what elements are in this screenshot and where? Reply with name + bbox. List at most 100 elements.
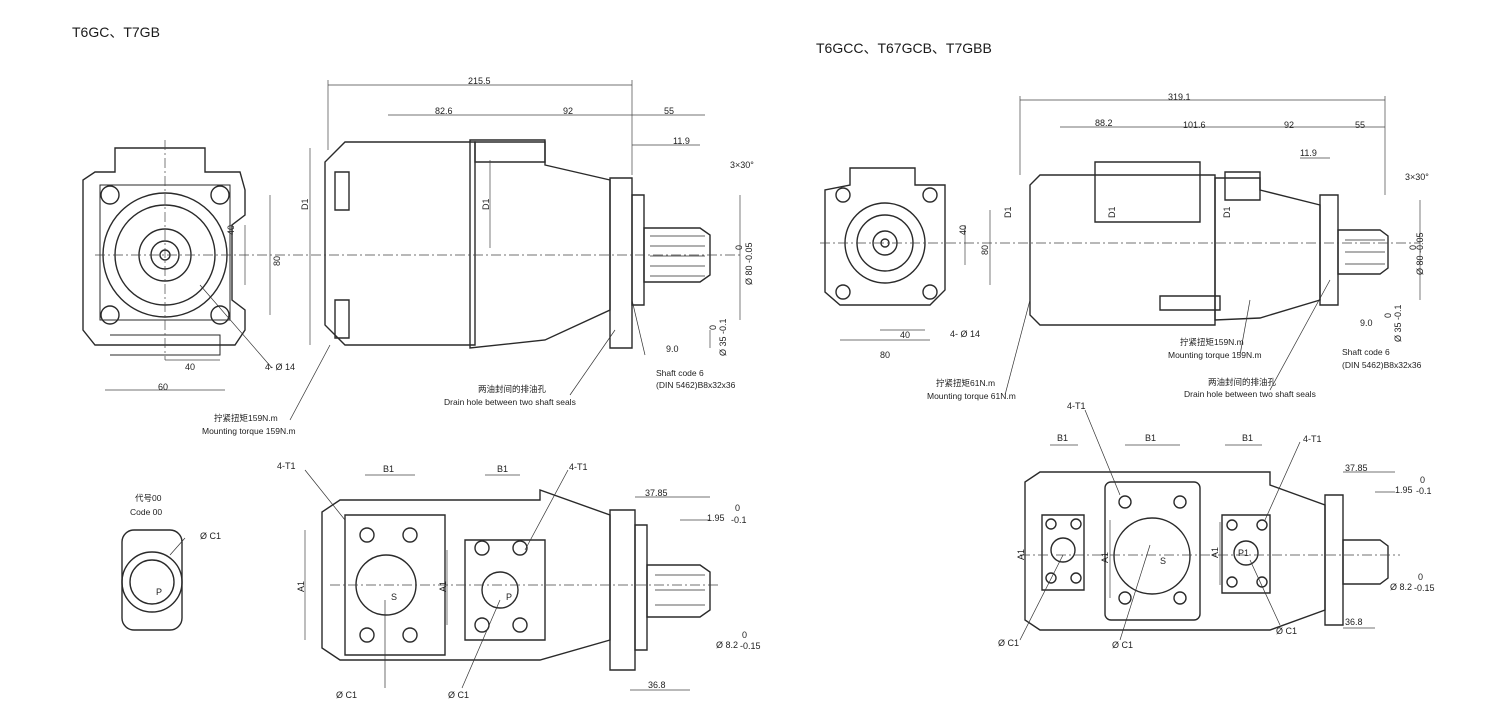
r-bottom-b1-c: B1 (1242, 433, 1254, 443)
r-bottom-t1-b: 4-T1 (1303, 434, 1322, 444)
dim-92: 92 (563, 106, 574, 116)
r-dim-9: 9.0 (1360, 318, 1373, 328)
r-bottom-tol2-0: 0 (1418, 572, 1424, 582)
bottom-tol2-m015: -0.15 (740, 641, 761, 651)
left-title: T6GC、T7GB (72, 24, 160, 40)
bottom-s: S (391, 592, 398, 602)
bottom-c1-a: Ø C1 (336, 690, 358, 700)
bottom-1-95: 1.95 (707, 513, 725, 523)
bottom-tol-0: 0 (735, 503, 741, 513)
r-drain-en: Drain hole between two shaft seals (1184, 389, 1316, 399)
r-dim-55: 55 (1355, 120, 1366, 130)
r-bottom-8-2: Ø 8.2 (1390, 582, 1413, 592)
dim-55: 55 (664, 106, 675, 116)
bottom-b1-a: B1 (383, 464, 395, 474)
r-bottom-1-95: 1.95 (1395, 485, 1413, 495)
r-bottom-c1-c: Ø C1 (1276, 626, 1298, 636)
r-bottom-tol-m01: -0.1 (1416, 486, 1432, 496)
dimension-lines (95, 80, 1420, 690)
r-dim-overall: 319.1 (1168, 92, 1191, 102)
code00-en: Code 00 (130, 507, 163, 517)
r-dim-11-9: 11.9 (1300, 148, 1317, 158)
dim-pilot-0: 0 (708, 324, 718, 330)
r-shaft-code: Shaft code 6 (1342, 347, 1390, 357)
r-dim-80-horz: 80 (880, 350, 891, 360)
dim-40-horz: 40 (185, 362, 196, 372)
dim-shaft-80: Ø 80 -0.05 (744, 242, 754, 285)
r-dim-88-2: 88.2 (1095, 118, 1113, 128)
dim-11-9: 11.9 (673, 136, 690, 146)
r-bottom-a1-a: A1 (1016, 548, 1026, 560)
r-bottom-t1-a: 4-T1 (1067, 401, 1086, 411)
r-bottom-tol-0: 0 (1420, 475, 1426, 485)
bottom-8-2: Ø 8.2 (716, 640, 739, 650)
r-dim-D1-c: D1 (1222, 206, 1232, 218)
dim-82-6: 82.6 (435, 106, 453, 116)
torque-cn: 拧紧扭矩159N.m (214, 413, 278, 423)
r-torque1-en: Mounting torque 159N.m (1168, 350, 1262, 360)
dim-D1-b: D1 (481, 198, 491, 210)
r-dim-40-vert: 40 (958, 224, 968, 235)
r-bottom-c1-b: Ø C1 (1112, 640, 1134, 650)
bottom-b1-b: B1 (497, 464, 509, 474)
dim-40-vert: 40 (226, 224, 236, 235)
dim-9: 9.0 (666, 344, 679, 354)
r-dim-80-vert: 80 (980, 244, 990, 255)
right-bottom-view (1025, 472, 1388, 630)
dim-overall: 215.5 (468, 76, 491, 86)
right-front-view (825, 168, 945, 305)
drain-cn: 两油封间的排油孔 (478, 384, 547, 394)
r-bottom-a1-c: A1 (1210, 546, 1220, 558)
r-bottom-s: S (1160, 556, 1167, 566)
r-bottom-tol2-m015: -0.15 (1414, 583, 1435, 593)
dim-D1-a: D1 (300, 198, 310, 210)
r-torque2-cn: 拧紧扭矩61N.m (936, 378, 996, 388)
r-bottom-37-85: 37.85 (1345, 463, 1368, 473)
bottom-36-8: 36.8 (648, 680, 666, 690)
dim-60-horz: 60 (158, 382, 169, 392)
r-dim-shaft-80: Ø 80 -0.05 (1415, 232, 1425, 275)
code00-cn: 代号00 (135, 493, 162, 503)
drain-en: Drain hole between two shaft seals (444, 397, 576, 407)
r-torque1-cn: 拧紧扭矩159N.m (1180, 337, 1244, 347)
dim-80-vert: 80 (272, 255, 282, 266)
bottom-37-85: 37.85 (645, 488, 668, 498)
left-bottom-view (322, 490, 710, 670)
r-bottom-p1: P1 (1238, 548, 1250, 558)
shaft-din-label: (DIN 5462)B8x32x36 (656, 380, 736, 390)
bottom-a1-a: A1 (296, 580, 306, 592)
r-dim-pilot-35: Ø 35 -0.1 (1393, 304, 1403, 342)
r-dim-chamfer: 3×30° (1405, 172, 1429, 182)
dim-chamfer: 3×30° (730, 160, 754, 170)
bottom-tol2-0: 0 (742, 630, 748, 640)
right-title: T6GCC、T67GCB、T7GBB (816, 40, 992, 56)
torque-en: Mounting torque 159N.m (202, 426, 296, 436)
dim-holes: 4- Ø 14 (265, 362, 296, 372)
bottom-t1-b: 4-T1 (569, 462, 588, 472)
r-bottom-b1-a: B1 (1057, 433, 1069, 443)
bottom-a1-b: A1 (438, 580, 448, 592)
dim-pilot-35: Ø 35 -0.1 (718, 318, 728, 356)
r-dim-holes: 4- Ø 14 (950, 329, 981, 339)
bottom-p: P (506, 592, 513, 602)
left-code00-view (122, 530, 182, 630)
r-bottom-a1-b: A1 (1100, 551, 1110, 563)
r-dim-D1-a: D1 (1003, 206, 1013, 218)
code00-p: P (156, 587, 163, 597)
r-torque2-en: Mounting torque 61N.m (927, 391, 1016, 401)
r-bottom-c1-a: Ø C1 (998, 638, 1020, 648)
r-dim-101-6: 101.6 (1183, 120, 1206, 130)
bottom-t1-a: 4-T1 (277, 461, 296, 471)
left-side-view (325, 140, 710, 348)
r-bottom-36-8: 36.8 (1345, 617, 1363, 627)
left-front-view (83, 148, 245, 355)
bottom-c1-b: Ø C1 (448, 690, 470, 700)
r-drain-cn: 两油封间的排油孔 (1208, 377, 1277, 387)
leader-lines (170, 280, 1330, 688)
r-dim-40-horz: 40 (900, 330, 911, 340)
shaft-code-label: Shaft code 6 (656, 368, 704, 378)
dim-shaft-0: 0 (734, 244, 744, 250)
r-dim-92: 92 (1284, 120, 1295, 130)
r-shaft-din: (DIN 5462)B8x32x36 (1342, 360, 1422, 370)
